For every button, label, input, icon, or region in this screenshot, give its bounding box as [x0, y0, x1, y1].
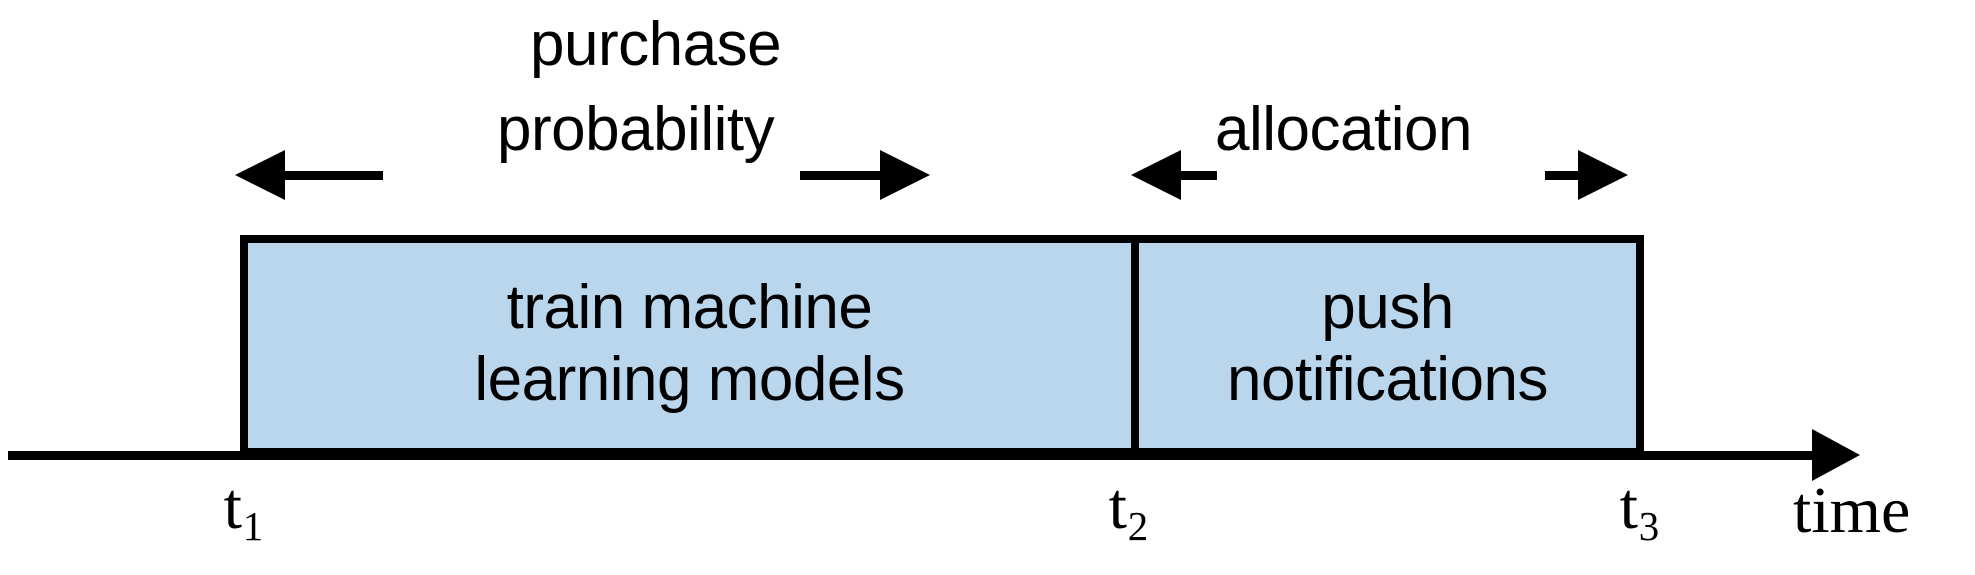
- arrow-right-icon-purchase-probability: [880, 150, 930, 200]
- phase-label-line2-push: notifications: [1227, 344, 1548, 414]
- tick-base-t3: t: [1619, 470, 1638, 543]
- tick-base-t2: t: [1108, 470, 1127, 543]
- tick-label-t1: t1: [224, 474, 264, 548]
- span-label-probability: probability: [497, 95, 775, 164]
- span-line-allocation-left: [1181, 171, 1217, 180]
- axis-caption-time: time: [1793, 474, 1911, 547]
- phase-label-line1-push: push: [1321, 272, 1454, 342]
- tick-base-t1: t: [223, 470, 242, 543]
- span-label-purchase: purchase: [530, 10, 782, 79]
- phase-label-line2-train: learning models: [474, 344, 905, 414]
- tick-label-t3: t3: [1620, 474, 1660, 548]
- span-line-purchase-probability-left: [283, 171, 383, 180]
- time-axis-line: [8, 451, 1820, 460]
- tick-sub-t3: 3: [1638, 504, 1660, 550]
- phase-cell-train-machine-learning-models: train machine learning models: [248, 243, 1131, 448]
- span-label-allocation: allocation: [1215, 95, 1472, 164]
- arrow-left-icon-purchase-probability: [235, 150, 285, 200]
- phase-label-line1-train: train machine: [506, 272, 873, 342]
- axis-arrow-right-icon: [1812, 429, 1860, 481]
- span-line-purchase-probability-right: [800, 171, 880, 180]
- arrow-right-icon-allocation: [1578, 150, 1628, 200]
- tick-sub-t2: 2: [1127, 504, 1149, 550]
- arrow-left-icon-allocation: [1131, 150, 1181, 200]
- tick-label-t2: t2: [1109, 474, 1149, 548]
- phase-box: train machine learning models push notif…: [240, 235, 1644, 456]
- tick-sub-t1: 1: [242, 504, 264, 550]
- phase-cell-push-notifications: push notifications: [1131, 243, 1636, 448]
- span-line-allocation-right: [1545, 171, 1581, 180]
